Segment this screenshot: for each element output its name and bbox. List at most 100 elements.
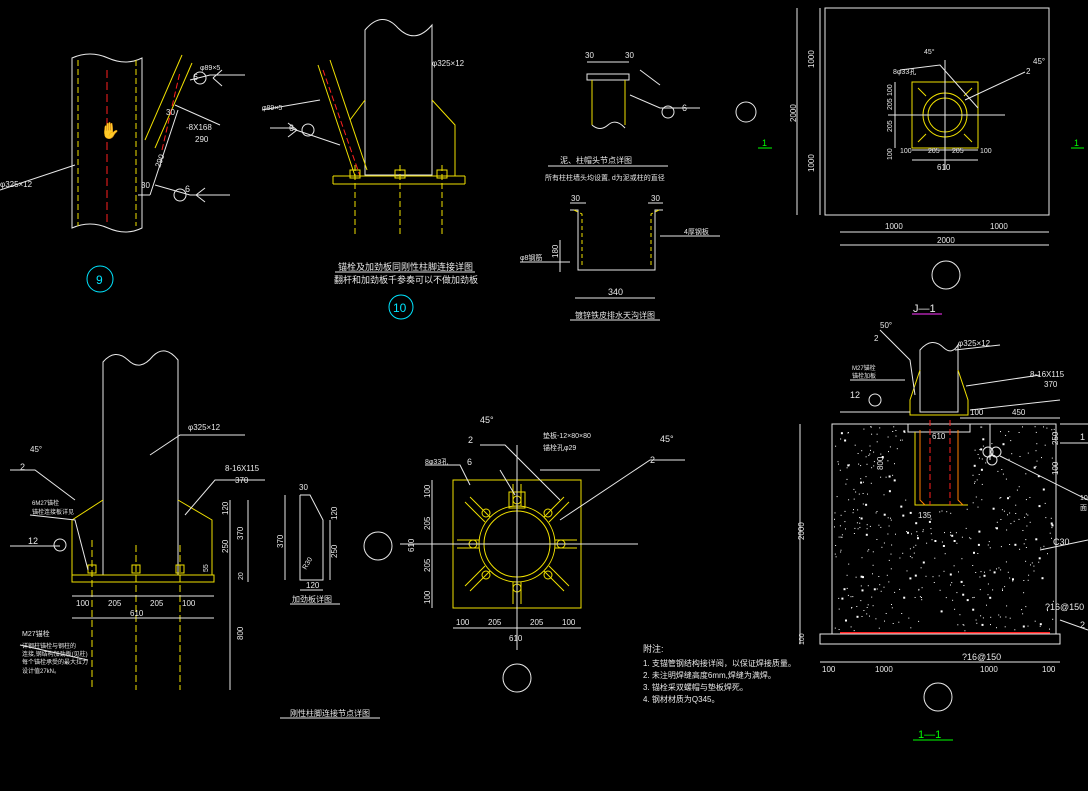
top-angle: 45° <box>1033 57 1045 66</box>
concrete-speckle <box>990 624 991 626</box>
concrete-speckle <box>880 476 882 478</box>
concrete-speckle <box>1006 529 1008 531</box>
concrete-speckle <box>1004 586 1006 588</box>
concrete-speckle <box>908 617 910 619</box>
concrete-speckle <box>838 463 839 465</box>
concrete-speckle <box>986 604 987 606</box>
concrete-speckle <box>891 607 893 609</box>
concrete-speckle <box>896 448 898 450</box>
concrete-speckle <box>907 531 909 534</box>
concrete-speckle <box>857 509 859 511</box>
concrete-speckle <box>861 589 864 592</box>
concrete-speckle <box>1024 516 1026 518</box>
d9-dim-290a: 290 <box>195 135 209 144</box>
concrete-speckle <box>900 505 903 508</box>
concrete-speckle <box>1015 504 1017 506</box>
d10-pipe-label: φ325×12 <box>432 59 465 68</box>
concrete-speckle <box>876 539 878 540</box>
concrete-speckle <box>1008 431 1010 433</box>
concrete-speckle <box>1040 547 1042 549</box>
concrete-speckle <box>891 604 892 605</box>
concrete-speckle <box>1039 623 1042 626</box>
concrete-speckle <box>951 582 953 584</box>
concrete-speckle <box>987 583 989 585</box>
concrete-speckle <box>834 627 836 629</box>
el-m27-note3: 每个锚栓承受的最大拉力 <box>22 658 88 666</box>
concrete-speckle <box>977 454 979 455</box>
concrete-speckle <box>888 451 889 453</box>
concrete-speckle <box>1025 473 1027 475</box>
concrete-speckle <box>873 451 875 453</box>
note-2: 2. 未注明焊缝高度6mm,焊缝为满焊。 <box>643 670 776 680</box>
concrete-speckle <box>964 630 966 632</box>
concrete-speckle <box>853 533 855 534</box>
top-dim-610: 610 <box>937 163 951 172</box>
concrete-speckle <box>885 613 887 614</box>
d10-title: 锚栓及加劲板同刚性柱脚连接详图 <box>338 261 473 272</box>
concrete-speckle <box>846 574 848 576</box>
concrete-speckle <box>921 597 922 598</box>
concrete-speckle <box>1009 577 1011 579</box>
sec-v250: 250 <box>1051 431 1060 445</box>
sec-rib-label: 8-16X115 <box>1030 370 1065 379</box>
concrete-speckle <box>1009 617 1011 619</box>
concrete-speckle <box>880 453 882 455</box>
concrete-speckle <box>999 497 1001 499</box>
concrete-speckle <box>1009 544 1011 545</box>
concrete-speckle <box>861 616 863 617</box>
concrete-speckle <box>972 565 974 566</box>
concrete-speckle <box>881 456 884 458</box>
concrete-speckle <box>887 517 889 519</box>
el-pipe-label: φ325×12 <box>188 423 221 432</box>
concrete-speckle <box>987 594 989 596</box>
concrete-speckle <box>1035 431 1037 433</box>
concrete-speckle <box>940 610 943 613</box>
sec-weld-note: 10 <box>1080 495 1088 502</box>
concrete-speckle <box>1005 478 1007 480</box>
sec-weld-note2: 面 <box>1080 504 1087 512</box>
concrete-speckle <box>1000 431 1001 433</box>
concrete-speckle <box>860 465 862 467</box>
concrete-speckle <box>1043 426 1044 428</box>
concrete-speckle <box>838 608 840 610</box>
concrete-speckle <box>978 474 980 475</box>
top-plan-label: J—1 <box>913 303 936 315</box>
concrete-speckle <box>909 555 911 557</box>
concrete-speckle <box>838 629 840 630</box>
concrete-speckle <box>938 575 940 577</box>
concrete-speckle <box>914 574 917 577</box>
concrete-speckle <box>974 481 976 483</box>
concrete-speckle <box>920 567 922 569</box>
concrete-speckle <box>977 506 979 508</box>
sec-bolt-label: M27锚栓 <box>852 364 876 372</box>
concrete-speckle <box>860 600 862 602</box>
concrete-speckle <box>857 528 859 530</box>
concrete-speckle <box>957 624 959 626</box>
concrete-speckle <box>973 596 975 598</box>
concrete-speckle <box>1002 588 1003 590</box>
concrete-speckle <box>1033 570 1035 572</box>
concrete-speckle <box>892 431 894 432</box>
d9-dim-30a: 30 <box>166 108 175 117</box>
el-weld: 2 <box>20 462 25 472</box>
concrete-speckle <box>1044 444 1046 446</box>
el-weld12: 12 <box>28 536 38 546</box>
pp-angle-b: 45° <box>660 434 674 444</box>
concrete-speckle <box>954 608 956 610</box>
concrete-speckle <box>878 627 880 629</box>
el-bolt-sub: 锚栓连接板详见 <box>32 508 74 516</box>
concrete-speckle <box>980 615 982 617</box>
concrete-speckle <box>976 622 978 624</box>
concrete-speckle <box>980 571 982 573</box>
el-d205b: 205 <box>150 599 164 608</box>
concrete-speckle <box>939 589 941 591</box>
concrete-speckle <box>893 479 896 482</box>
concrete-speckle <box>865 476 867 478</box>
concrete-speckle <box>906 531 908 533</box>
concrete-speckle <box>962 593 965 596</box>
concrete-speckle <box>853 498 855 500</box>
el-angle: 45° <box>30 445 42 454</box>
concrete-speckle <box>952 599 954 601</box>
concrete-speckle <box>1009 512 1011 514</box>
concrete-speckle <box>861 557 863 559</box>
